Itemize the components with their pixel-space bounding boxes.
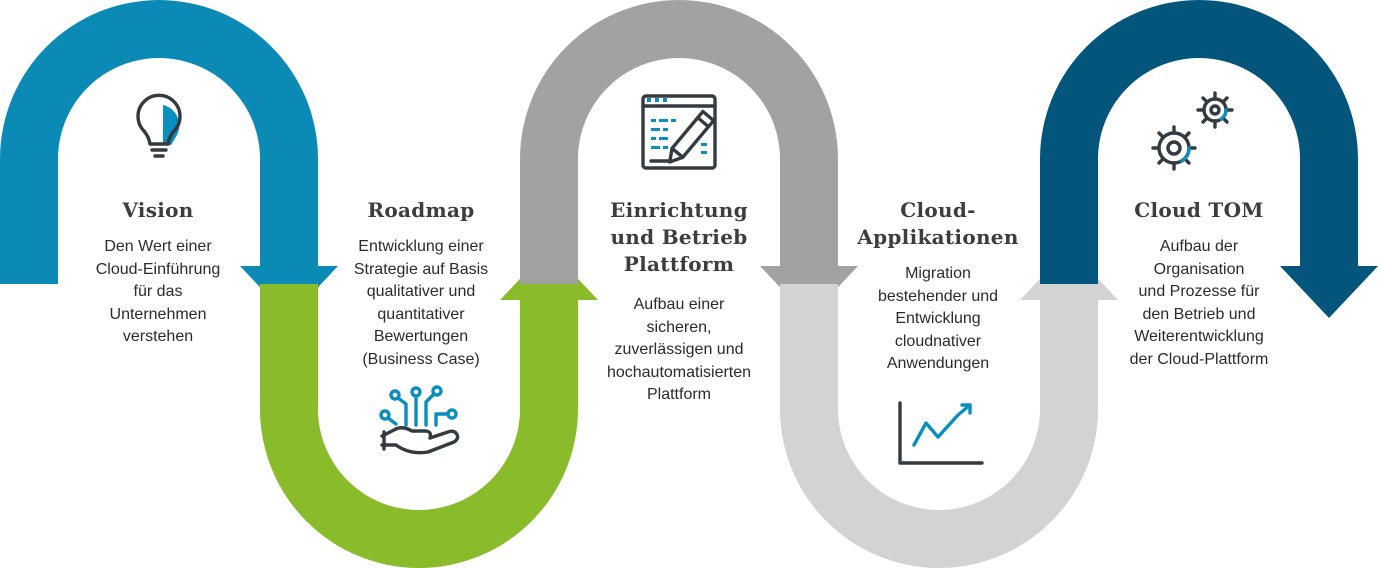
line-chart-icon: [898, 401, 984, 465]
step-vision: Vision Den Wert einer Cloud-Einführung f…: [60, 197, 256, 349]
step-title: Vision: [122, 198, 194, 222]
step-description: Entwicklung einer Strategie auf Basis qu…: [353, 238, 489, 368]
step-tom: Cloud TOM Aufbau der Organisation und Pr…: [1100, 197, 1298, 371]
step-roadmap: Roadmap Entwicklung einer Strategie auf …: [322, 197, 520, 371]
gears-icon: [1151, 91, 1234, 171]
step-description: Den Wert einer Cloud-Einführung für das …: [95, 238, 221, 345]
step-description: Aufbau einer sicheren, zuverlässigen und…: [606, 296, 752, 403]
step-title: Einrichtung und Betrieb Plattform: [610, 198, 748, 276]
step-title: Cloud TOM: [1134, 198, 1264, 222]
band-vision: [0, 0, 338, 318]
lightbulb-icon: [136, 93, 182, 158]
band-plattform: [520, 0, 858, 318]
step-applikationen: Cloud- Applikationen Migration bestehend…: [840, 197, 1036, 376]
band-tom: [1040, 0, 1378, 318]
step-description: Aufbau der Organisation und Prozesse für…: [1129, 238, 1269, 368]
hand-circuit-icon: [379, 385, 460, 455]
band-roadmap: [260, 248, 598, 568]
step-description: Migration bestehender und Entwicklung cl…: [877, 265, 999, 372]
document-pen-icon: [641, 94, 717, 170]
band-applikationen: [780, 248, 1118, 568]
step-title: Roadmap: [367, 198, 475, 222]
step-title: Cloud- Applikationen: [857, 198, 1019, 249]
step-plattform: Einrichtung und Betrieb Plattform Aufbau…: [580, 197, 778, 407]
